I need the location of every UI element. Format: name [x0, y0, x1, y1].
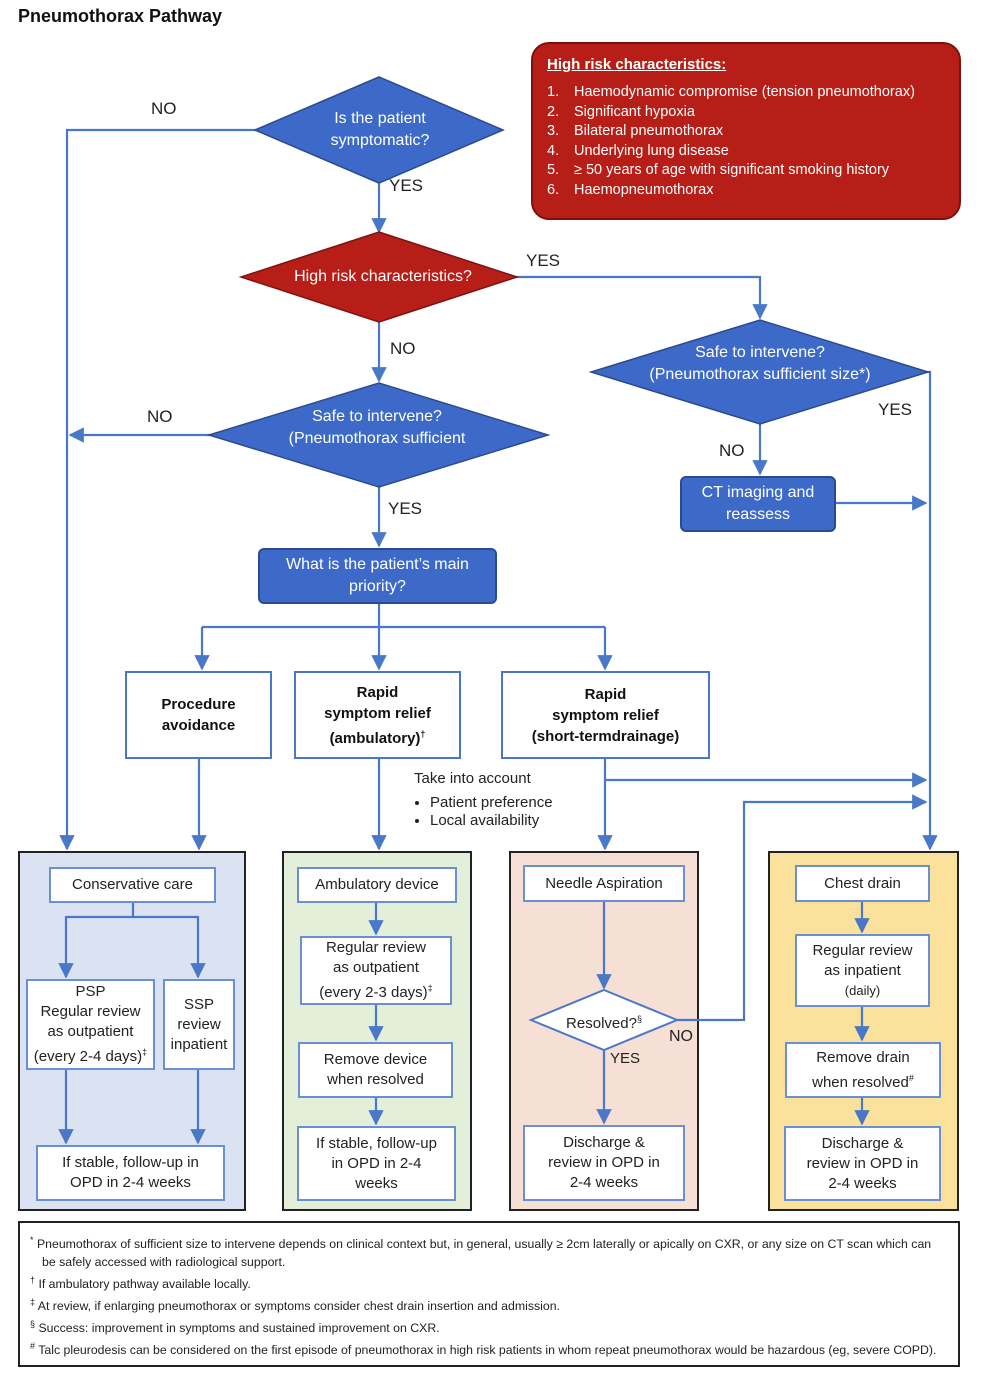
remove-drain-box: Remove drain when resolved#: [785, 1042, 941, 1098]
main-priority-box: What is the patient’s main priority?: [258, 548, 497, 604]
safe-right-question: Safe to intervene? (Pneumothorax suffici…: [649, 344, 871, 383]
footnotes-box: * Pneumothorax of sufficient size to int…: [18, 1221, 960, 1367]
list-item: Local availability: [430, 812, 553, 830]
label-no-high-risk: NO: [390, 339, 416, 358]
decision-high-risk: [238, 231, 520, 323]
safe-left-question: Safe to intervene? (Pneumothorax suffici…: [288, 408, 466, 447]
label-yes-resolved: YES: [610, 1050, 641, 1067]
edge-resolved-no: [677, 794, 928, 1022]
label-no-symptomatic: NO: [151, 99, 177, 118]
edge-high-risk-yes: [515, 275, 768, 320]
high-risk-heading: High risk characteristics:: [547, 56, 727, 73]
ssp-box: SSP review inpatient: [163, 979, 235, 1070]
needle-aspiration-box: Needle Aspiration: [523, 865, 685, 902]
take-into-account-note: Take into account Patient preference Loc…: [414, 770, 553, 830]
conservative-followup-box: If stable, follow-up in OPD in 2-4 weeks: [36, 1145, 225, 1201]
footnote: * Pneumothorax of sufficient size to int…: [30, 1235, 932, 1270]
label-no-safe-right: NO: [719, 441, 745, 460]
ambulatory-followup-box: If stable, follow-up in OPD in 2-4 weeks: [297, 1126, 456, 1201]
edge-conservative-psp: [58, 903, 135, 979]
label-yes-high-risk: YES: [526, 251, 561, 270]
take-into-account-list: Patient preference Local availability: [414, 794, 553, 830]
footnote: ‡ At review, if enlarging pneumothorax o…: [30, 1297, 560, 1314]
priority-procedure-avoidance: Procedure avoidance: [125, 671, 272, 759]
label-yes-symptomatic: YES: [389, 176, 424, 195]
conservative-care-box: Conservative care: [49, 867, 216, 903]
list-item: Patient preference: [430, 794, 553, 812]
footnote: § Success: improvement in symptoms and s…: [30, 1319, 440, 1336]
edge-conservative-ssp: [133, 915, 206, 979]
remove-device-box: Remove device when resolved: [298, 1042, 453, 1098]
edge-symptomatic-no: [59, 128, 257, 851]
ambulatory-device-box: Ambulatory device: [297, 867, 457, 903]
priority-short-term-drainage: Rapid symptom relief (short-termdrainage…: [501, 671, 710, 759]
label-no-resolved: NO: [669, 1028, 693, 1045]
high-risk-box: High risk characteristics: 1.Haemodynami…: [531, 42, 961, 220]
chest-review-box: Regular review as inpatient (daily): [795, 934, 930, 1007]
decision-safe-left: [206, 382, 551, 488]
high-risk-item: 3.Bilateral pneumothorax: [547, 123, 724, 139]
high-risk-item: 2.Significant hypoxia: [547, 103, 695, 120]
ct-imaging-box: CT imaging and reassess: [680, 476, 836, 532]
page-title: Pneumothorax Pathway: [18, 6, 223, 26]
label-yes-safe-left: YES: [388, 499, 423, 518]
footnote: # Talc pleurodesis can be considered on …: [30, 1341, 937, 1358]
high-risk-item: 6.Haemopneumothorax: [547, 181, 714, 198]
decision-resolved: [528, 988, 680, 1052]
label-yes-safe-right: YES: [878, 400, 913, 419]
symptomatic-question: Is the patient symptomatic?: [330, 110, 430, 149]
chest-discharge-box: Discharge & review in OPD in 2-4 weeks: [784, 1126, 941, 1201]
chest-drain-box: Chest drain: [795, 865, 930, 902]
high-risk-question: High risk characteristics?: [294, 268, 472, 285]
high-risk-item: 4.Underlying lung disease: [547, 142, 729, 159]
ambulatory-review-box: Regular review as outpatient (every 2-3 …: [300, 936, 452, 1005]
decision-symptomatic: [253, 76, 505, 184]
footnote: † If ambulatory pathway available locall…: [30, 1275, 251, 1292]
resolved-question: Resolved?§: [566, 1013, 642, 1032]
psp-box: PSP Regular review as outpatient (every …: [26, 979, 155, 1070]
priority-ambulatory: Rapid symptom relief (ambulatory)†: [294, 671, 461, 759]
edge-safe-right-yes: [922, 370, 938, 851]
high-risk-item: 5.≥ 50 years of age with significant smo…: [547, 162, 890, 178]
needle-discharge-box: Discharge & review in OPD in 2-4 weeks: [523, 1125, 685, 1201]
decision-safe-right: [588, 319, 931, 425]
high-risk-item: 1.Haemodynamic compromise (tension pneum…: [547, 84, 915, 100]
label-no-safe-left: NO: [147, 407, 173, 426]
